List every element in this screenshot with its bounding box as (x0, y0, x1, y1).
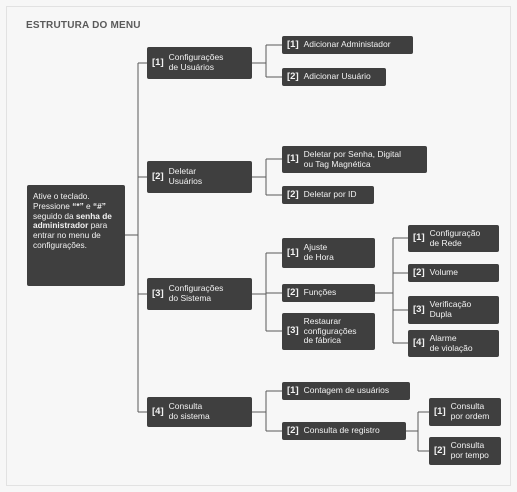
menu-volume: [2]Volume (408, 264, 499, 282)
menu-system: [3]Configurações do Sistema (147, 278, 252, 310)
menu-functions: [2]Funções (282, 284, 375, 302)
menu-delete-by-id: [2]Deletar por ID (282, 186, 374, 204)
menu-double-verification: [3]Verificação Dupla (408, 296, 499, 324)
menu-delete-by-credential: [1]Deletar por Senha, Digital ou Tag Mag… (282, 146, 427, 173)
menu-time-adjust: [1]Ajuste de Hora (282, 238, 375, 268)
menu-query: [4]Consulta do sistema (147, 397, 252, 427)
menu-factory-reset: [3]Restaurar configurações de fábrica (282, 313, 375, 350)
menu-users: [1]Configurações de Usuários (147, 47, 252, 79)
menu-record-query: [2]Consulta de registro (282, 422, 406, 440)
menu-delete: [2]Deletar Usuários (147, 161, 252, 193)
menu-add-admin: [1]Adicionar Administador (282, 36, 413, 54)
menu-user-count: [1]Contagem de usuários (282, 382, 410, 400)
menu-query-by-order: [1]Consulta por ordem (429, 398, 501, 426)
menu-add-user: [2]Adicionar Usuário (282, 68, 386, 86)
intro-instructions: Ative o teclado. Pressione “*” e “#” seg… (27, 185, 125, 286)
menu-tamper-alarm: [4]Alarme de violação (408, 330, 499, 357)
menu-network-config: [1]Configuração de Rede (408, 225, 499, 252)
menu-query-by-time: [2]Consulta por tempo (429, 437, 501, 465)
diagram-title: ESTRUTURA DO MENU (26, 20, 141, 31)
